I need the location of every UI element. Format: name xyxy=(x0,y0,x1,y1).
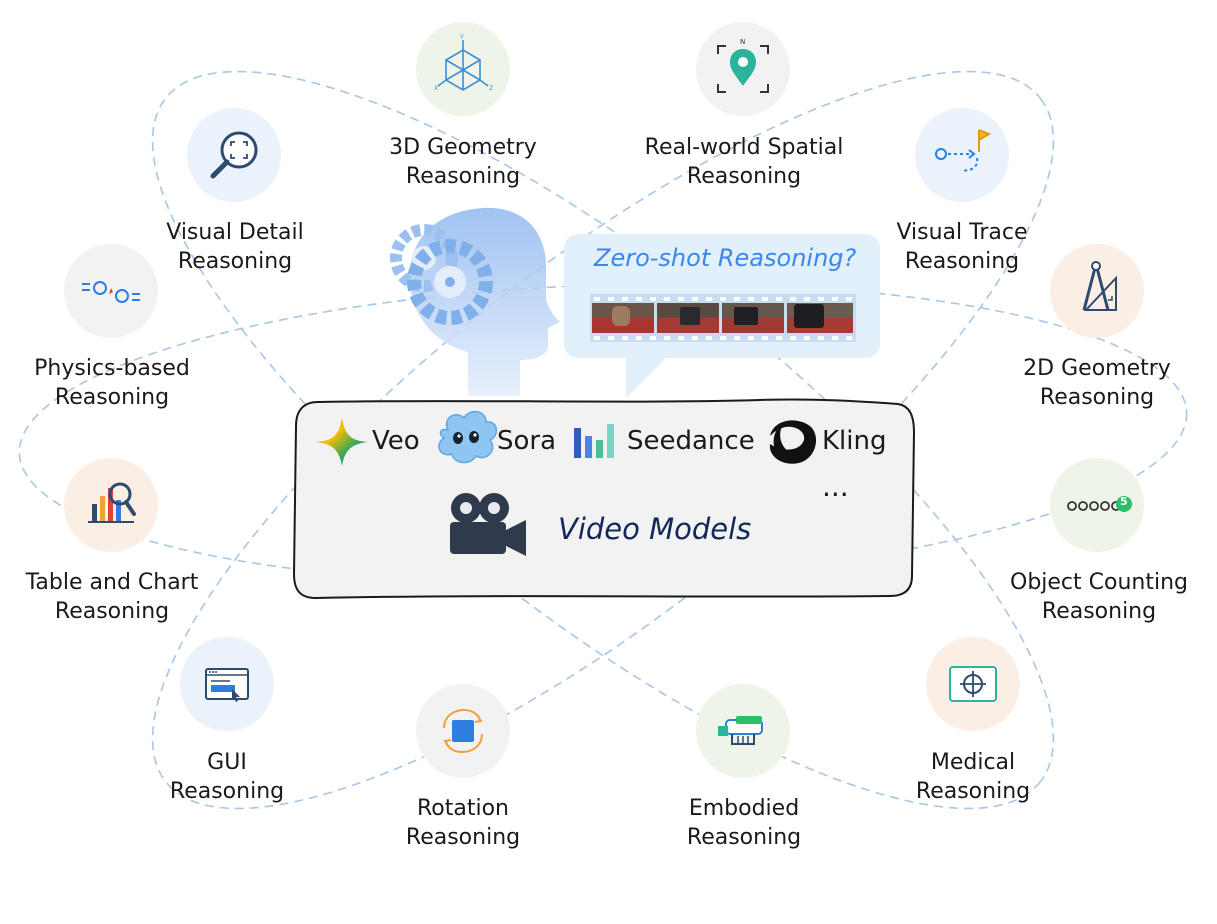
browser-window-icon xyxy=(205,668,249,702)
cube-axes-icon: Y X Z xyxy=(434,34,493,92)
video-camera-icon xyxy=(450,493,526,556)
rotate-square-icon xyxy=(443,708,483,754)
node-3d-geometry-icon-circle: Y X Z xyxy=(416,22,510,116)
model-name-sora: Sora xyxy=(497,426,557,456)
compass-icon xyxy=(1082,261,1117,311)
node-physics-based-label: Physics-based Reasoning xyxy=(34,354,190,412)
map-pin-icon: N xyxy=(717,38,769,93)
node-rotation-label: Rotation Reasoning xyxy=(406,794,520,852)
node-label-line2: Reasoning xyxy=(169,779,285,804)
center-title: Video Models xyxy=(558,512,752,546)
node-label-line1: Rotation xyxy=(416,796,510,821)
node-label-line1: Physics-based xyxy=(34,356,190,381)
head-gear-icon xyxy=(390,207,560,396)
node-medical-label: Medical Reasoning xyxy=(916,748,1030,806)
seedance-logo-icon xyxy=(574,424,614,458)
counting-circles-icon xyxy=(1067,496,1132,512)
node-label-line2: Reasoning xyxy=(405,164,521,189)
counting-badge: 5 xyxy=(1120,495,1128,508)
node-object-counting-icon-circle: 5 xyxy=(1050,458,1144,552)
svg-text:X: X xyxy=(434,85,438,92)
node-table-chart-label: Table and Chart Reasoning xyxy=(26,568,199,626)
node-label-line2: Reasoning xyxy=(915,779,1031,804)
node-object-counting-label: Object Counting Reasoning xyxy=(1010,568,1188,626)
bubble-title: Zero-shot Reasoning? xyxy=(594,244,857,272)
chart-magnifier-icon xyxy=(88,482,136,523)
node-label-line2: Reasoning xyxy=(904,249,1020,274)
node-visual-detail-icon-circle xyxy=(187,108,281,202)
trace-flag-icon xyxy=(935,129,992,172)
node-real-world-spatial-icon-circle: N xyxy=(696,22,790,116)
node-2d-geometry-label: 2D Geometry Reasoning xyxy=(1023,354,1171,412)
svg-text:N: N xyxy=(740,38,745,46)
more-models-ellipsis: ... xyxy=(822,470,849,503)
node-embodied-icon-circle xyxy=(696,684,790,778)
model-name-kling: Kling xyxy=(822,426,887,456)
node-label-line2: Reasoning xyxy=(686,825,802,850)
medical-target-icon xyxy=(949,666,997,702)
node-label-line2: Reasoning xyxy=(1041,599,1157,624)
node-label-line1: Visual Trace xyxy=(896,220,1028,245)
robot-gripper-icon xyxy=(718,716,763,745)
node-label-line1: 2D Geometry xyxy=(1023,356,1171,381)
node-visual-trace-label: Visual Trace Reasoning xyxy=(896,218,1027,276)
node-medical-icon-circle xyxy=(926,637,1020,731)
model-name-seedance: Seedance xyxy=(627,426,755,456)
node-rotation-icon-circle xyxy=(416,684,510,778)
node-label-line1: 3D Geometry xyxy=(389,135,537,160)
node-3d-geometry-label: 3D Geometry Reasoning xyxy=(389,133,537,191)
node-label-line1: Table and Chart xyxy=(25,570,199,595)
model-name-veo: Veo xyxy=(372,426,420,456)
node-label-line2: Reasoning xyxy=(405,825,521,850)
node-gui-label: GUI Reasoning xyxy=(170,748,284,806)
collision-icon xyxy=(82,281,140,303)
node-gui-icon-circle xyxy=(180,637,274,731)
node-physics-based-icon-circle xyxy=(64,244,158,338)
veo-logo-icon xyxy=(316,418,368,466)
node-label-line1: Visual Detail xyxy=(166,220,304,245)
sora-logo-icon xyxy=(438,410,498,464)
node-label-line2: Reasoning xyxy=(54,385,170,410)
node-visual-trace-icon-circle xyxy=(915,108,1009,202)
node-embodied-label: Embodied Reasoning xyxy=(687,794,801,852)
node-label-line1: Object Counting xyxy=(1010,570,1188,595)
magnifier-icon xyxy=(210,131,258,179)
svg-text:Y: Y xyxy=(459,34,464,41)
node-label-line2: Reasoning xyxy=(1039,385,1155,410)
node-label-line2: Reasoning xyxy=(54,599,170,624)
kling-logo-icon xyxy=(769,420,817,464)
node-label-line1: Embodied xyxy=(688,796,800,821)
node-label-line1: GUI xyxy=(207,750,247,775)
node-2d-geometry-icon-circle xyxy=(1050,244,1144,338)
node-visual-detail-label: Visual Detail Reasoning xyxy=(166,218,303,276)
film-strip xyxy=(590,294,856,342)
node-label-line1: Medical xyxy=(930,750,1016,775)
node-label-line2: Reasoning xyxy=(686,164,802,189)
node-real-world-spatial-label: Real-world Spatial Reasoning xyxy=(645,133,844,191)
svg-text:Z: Z xyxy=(489,85,493,92)
node-table-chart-icon-circle xyxy=(64,458,158,552)
node-label-line2: Reasoning xyxy=(177,249,293,274)
node-label-line1: Real-world Spatial xyxy=(644,135,844,160)
